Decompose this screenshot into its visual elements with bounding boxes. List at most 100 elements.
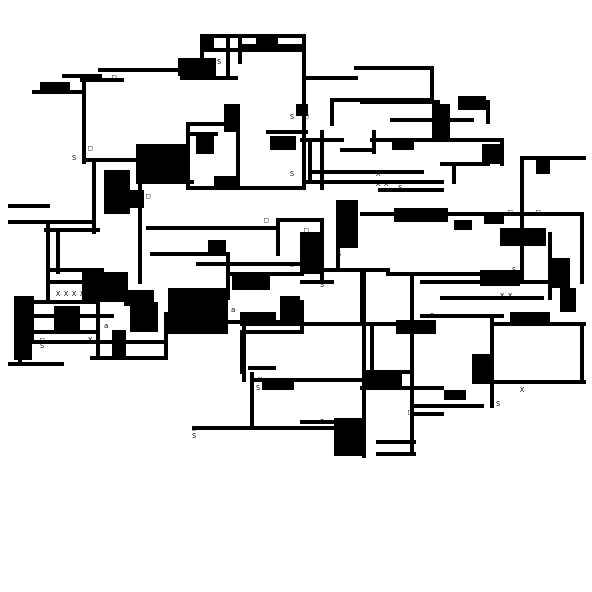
wall-segment-v-18	[486, 100, 490, 124]
box-glyph-21: □	[304, 226, 308, 234]
stair-glyph-10: S	[496, 154, 500, 162]
solid-block-38	[334, 418, 366, 456]
small_a-glyph-30: a	[104, 322, 108, 330]
wall-segment-h-31	[276, 218, 324, 222]
cross-glyph-27: X	[64, 290, 69, 298]
solid-block-18	[394, 208, 448, 222]
wall-segment-v-16	[372, 130, 376, 154]
solid-block-12	[482, 144, 500, 164]
wall-segment-h-29	[44, 228, 100, 232]
wall-segment-h-12	[360, 100, 440, 104]
solid-block-28	[188, 300, 200, 312]
box-glyph-4: □	[304, 112, 308, 120]
box-glyph-18: □	[146, 192, 150, 200]
solid-block-6	[432, 104, 450, 140]
wall-segment-v-14	[236, 104, 240, 190]
stair-glyph-32: S	[40, 342, 44, 350]
solid-block-40	[124, 290, 154, 306]
wall-segment-h-64	[376, 452, 416, 456]
wall-segment-h-1	[200, 48, 306, 52]
box-glyph-15: □	[88, 144, 92, 152]
wall-segment-v-7	[46, 220, 50, 304]
wall-segment-h-19	[440, 162, 490, 166]
wall-segment-v-28	[362, 270, 366, 458]
solid-block-33	[396, 320, 436, 334]
wall-segment-v-34	[226, 252, 230, 300]
cross-glyph-23: X	[376, 180, 381, 188]
wall-segment-h-52	[420, 314, 504, 318]
wall-segment-v-22	[308, 138, 312, 184]
wall-segment-v-8	[56, 232, 60, 274]
cross-glyph-29: X	[80, 290, 85, 298]
solid-block-2	[178, 58, 216, 76]
solid-block-41	[14, 296, 32, 360]
wall-segment-v-37	[360, 272, 364, 324]
solid-block-44	[280, 296, 300, 322]
stair-glyph-9: S	[440, 114, 444, 122]
wall-segment-h-54	[240, 330, 304, 334]
wall-segment-h-41	[300, 280, 334, 284]
solid-block-26	[130, 302, 158, 332]
wall-segment-h-58	[490, 380, 586, 384]
map-solid-blocks	[14, 34, 576, 456]
stair-glyph-39: S	[496, 400, 500, 408]
solid-block-42	[240, 312, 276, 326]
solid-block-37	[262, 378, 294, 390]
solid-block-39	[444, 390, 466, 400]
map-walls	[8, 34, 586, 458]
wall-segment-h-34	[230, 272, 304, 276]
wall-segment-v-12	[164, 312, 168, 360]
wall-segment-h-36	[386, 272, 524, 276]
solid-block-20	[484, 214, 504, 224]
wall-segment-h-30	[146, 226, 280, 230]
wall-segment-h-63	[376, 440, 416, 444]
cross-glyph-37: X	[448, 394, 453, 402]
solid-block-36	[362, 370, 402, 390]
solid-block-30	[480, 270, 520, 286]
box-glyph-42: □	[192, 424, 196, 432]
solid-block-22	[208, 240, 226, 256]
cross-glyph-12: X	[500, 292, 505, 300]
box-glyph-16: □	[112, 73, 116, 81]
wall-segment-v-11	[96, 296, 100, 360]
wall-segment-h-3	[98, 68, 204, 72]
stair-glyph-43: S	[192, 432, 196, 440]
solid-block-10	[196, 134, 214, 154]
solid-block-4	[224, 104, 240, 132]
solid-block-24	[232, 276, 270, 290]
solid-block-9	[270, 136, 296, 150]
box-glyph-20: □	[290, 260, 294, 268]
wall-segment-v-19	[500, 138, 504, 166]
cross-glyph-26: X	[56, 290, 61, 298]
wall-segment-v-1	[226, 34, 230, 80]
solid-block-43	[54, 306, 80, 334]
wall-segment-h-62	[300, 420, 340, 424]
solid-block-15	[130, 190, 144, 208]
cross-glyph-28: X	[72, 290, 77, 298]
wall-segment-h-33	[196, 262, 304, 266]
stair-glyph-1: S	[290, 113, 294, 121]
solid-block-21	[500, 228, 546, 246]
stair-glyph-11: S	[512, 266, 516, 274]
wall-segment-h-26	[520, 156, 586, 160]
wall-segment-h-61	[192, 426, 334, 430]
wall-segment-h-25	[378, 188, 444, 192]
stair-glyph-25: S	[398, 184, 402, 192]
cross-glyph-36: X	[258, 376, 263, 384]
stair-glyph-2: S	[290, 170, 294, 178]
small_a-glyph-7: a	[231, 306, 235, 314]
wall-segment-v-20	[452, 162, 456, 184]
wall-segment-v-32	[580, 322, 584, 384]
wall-segment-h-51	[240, 322, 424, 326]
wall-segment-v-5	[138, 180, 142, 284]
stair-glyph-35: S	[256, 384, 260, 392]
wall-segment-h-32	[150, 252, 214, 256]
wall-segment-h-27	[8, 204, 50, 208]
box-glyph-19: □	[264, 216, 268, 224]
stair-glyph-6: S	[320, 281, 324, 289]
stair-glyph-14: S	[72, 154, 76, 162]
box-glyph-46: □	[508, 208, 512, 216]
wall-segment-h-23	[302, 180, 444, 184]
wall-segment-h-55	[248, 366, 276, 370]
